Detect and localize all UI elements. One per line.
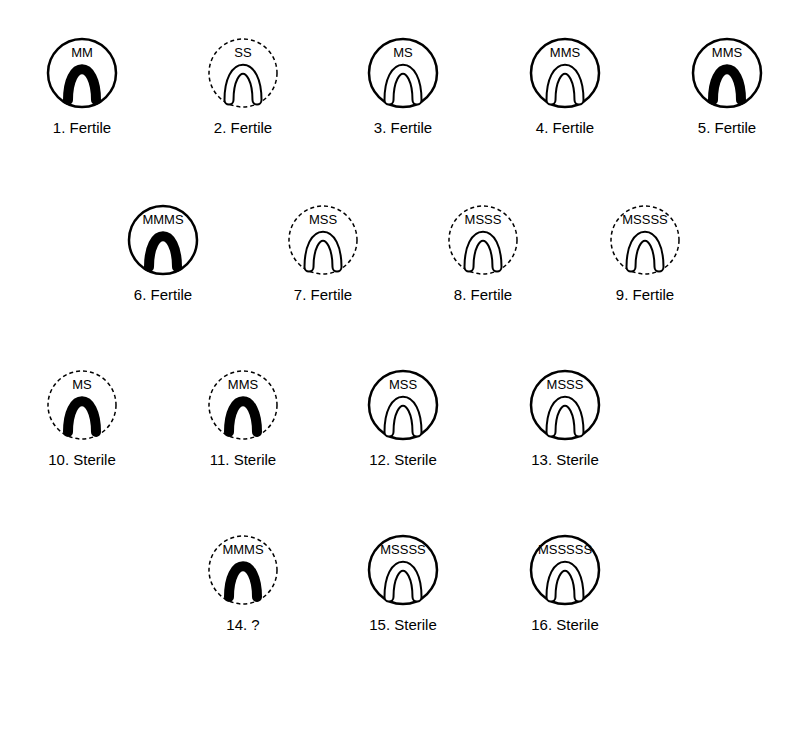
chromosome-cell: MSSSS 9. Fertile [580,203,710,313]
chromosome-cell: MSSS 8. Fertile [418,203,548,313]
fertility-caption: 12. Sterile [369,451,437,468]
hollow-chromosome-inner [469,236,497,267]
hollow-chromosome-inner [229,69,257,100]
chromosome-cell: MSSSS 15. Sterile [338,533,468,643]
filled-chromosome [229,566,257,597]
fertility-caption: 11. Sterile [210,451,276,468]
fertility-caption: 6. Fertile [134,286,192,303]
dashed-circle [611,206,679,274]
genotype-label: MM [71,45,93,60]
fertility-caption: 8. Fertile [454,286,512,303]
solid-circle [531,371,599,439]
genotype-label: MSSSS [622,212,668,227]
genotype-label: MSSSSS [538,542,592,557]
filled-chromosome [713,69,741,100]
fertility-caption: 3. Fertile [374,119,432,136]
hollow-chromosome-inner [309,236,337,267]
fertility-caption: 10. Sterile [48,451,116,468]
solid-circle [531,39,599,107]
hollow-chromosome-inner [551,69,579,100]
hollow-chromosome-inner [389,401,417,432]
fertility-caption: 9. Fertile [616,286,674,303]
dashed-circle [449,206,517,274]
hollow-chromosome [389,401,417,432]
chromosome-cell: SS 2. Fertile [178,36,308,146]
hollow-chromosome [631,236,659,267]
hollow-chromosome [229,69,257,100]
genotype-label: MS [72,377,92,392]
fertility-caption: 16. Sterile [531,616,599,633]
solid-circle [693,39,761,107]
filled-chromosome [68,401,96,432]
dashed-circle [289,206,357,274]
genotype-label: MMS [712,45,742,60]
hollow-chromosome [551,401,579,432]
filled-chromosome [229,401,257,432]
dashed-circle [209,371,277,439]
solid-circle [369,39,437,107]
fertility-caption: 15. Sterile [369,616,437,633]
chromosome-cell: MS 3. Fertile [338,36,468,146]
chromosome-cell: MMS 5. Fertile [662,36,792,146]
dashed-circle [48,371,116,439]
genotype-label: MSS [389,377,417,392]
hollow-chromosome [551,566,579,597]
chromosome-cell: MMMS 14. ? [178,533,308,643]
dashed-circle [209,39,277,107]
hollow-chromosome [469,236,497,267]
hollow-chromosome [551,69,579,100]
fertility-caption: 5. Fertile [698,119,756,136]
genotype-label: MMS [550,45,580,60]
chromosome-cell: MMS 4. Fertile [500,36,630,146]
genotype-label: MSSSS [380,542,426,557]
hollow-chromosome-inner [389,566,417,597]
fertility-caption: 7. Fertile [294,286,352,303]
fertility-caption: 2. Fertile [214,119,272,136]
chromosome-cell: MM 1. Fertile [17,36,147,146]
chromosome-cell: MSS 12. Sterile [338,368,468,478]
hollow-chromosome [389,69,417,100]
solid-circle [369,536,437,604]
hollow-chromosome-inner [631,236,659,267]
solid-circle [129,206,197,274]
genotype-label: MMMS [222,542,263,557]
chromosome-cell: MMMS 6. Fertile [98,203,228,313]
chromosome-cell: MSSS 13. Sterile [500,368,630,478]
chromosome-cell: MSSSSS 16. Sterile [500,533,630,643]
genotype-label: MMMS [142,212,183,227]
fertility-caption: 13. Sterile [531,451,599,468]
fertility-caption: 4. Fertile [536,119,594,136]
chromosome-cell: MMS 11. Sterile [178,368,308,478]
hollow-chromosome-inner [389,69,417,100]
fertility-caption: 14. ? [226,616,259,633]
solid-circle [369,371,437,439]
genotype-label: MSSS [465,212,502,227]
hollow-chromosome [309,236,337,267]
solid-circle [531,536,599,604]
solid-circle [48,39,116,107]
chromosome-cell: MSS 7. Fertile [258,203,388,313]
filled-chromosome [68,69,96,100]
genotype-label: MS [393,45,413,60]
dashed-circle [209,536,277,604]
hollow-chromosome [389,566,417,597]
genotype-label: MSSS [547,377,584,392]
genotype-label: MSS [309,212,337,227]
chromosome-cell: MS 10. Sterile [17,368,147,478]
hollow-chromosome-inner [551,401,579,432]
genotype-label: SS [234,45,251,60]
filled-chromosome [149,236,177,267]
hollow-chromosome-inner [551,566,579,597]
genotype-label: MMS [228,377,258,392]
fertility-caption: 1. Fertile [53,119,111,136]
